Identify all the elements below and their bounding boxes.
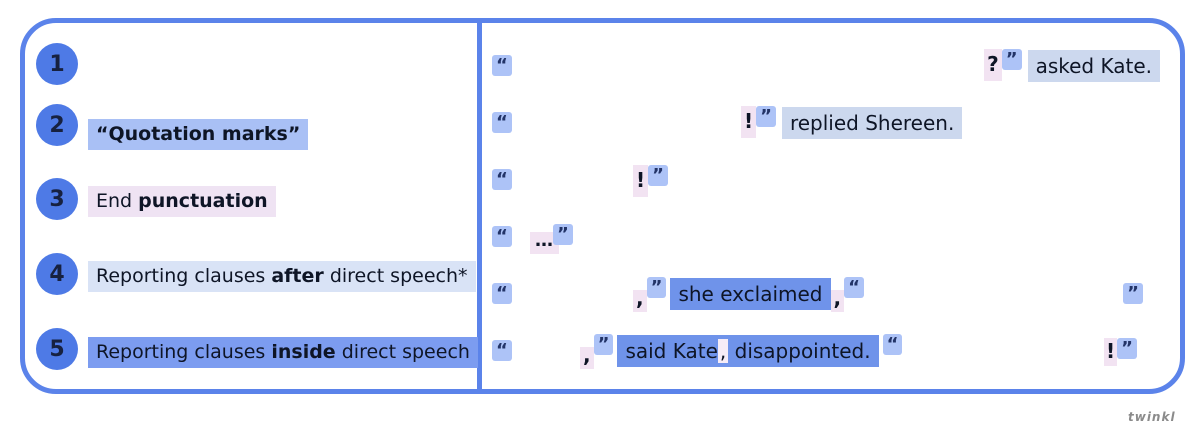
rule-label-bold: after: [271, 265, 324, 287]
end-punctuation-mark: ?: [984, 49, 1002, 81]
reporting-clause-after: asked Kate.: [1027, 50, 1160, 82]
open-quote-mark: “: [492, 226, 512, 247]
rule-label-post: direct speech*: [323, 265, 468, 287]
example-row-4: “ … ”: [492, 220, 1160, 256]
row2-ending: ! ” replied Shereen.: [741, 106, 963, 139]
rule-number-badge-5: 5: [36, 328, 78, 370]
row6-ending: ! ”: [1104, 338, 1137, 366]
rule-number-badge-4: 4: [36, 253, 78, 295]
rule-label-bold: punctuation: [138, 190, 268, 212]
row3-ending: ! ”: [633, 165, 668, 197]
clause-text: disappointed.: [728, 339, 871, 363]
close-quote-mark: ”: [1117, 338, 1137, 359]
example-row-5: “ , ” she exclaimed , “ ”: [492, 277, 1160, 313]
close-quote-mark: ”: [1001, 49, 1022, 70]
card-border: [20, 18, 1185, 394]
row5-middle: , ” she exclaimed , “: [633, 277, 864, 312]
rule-label-pre: Reporting clauses: [96, 265, 272, 287]
close-quote-mark: ”: [553, 224, 573, 245]
open-quote-mark: “: [492, 340, 512, 361]
example-row-6: “ , ” said Kate, disappointed. “ ! ”: [492, 334, 1160, 370]
example-row-1: “ ? ” asked Kate.: [492, 49, 1160, 85]
panel-divider: [477, 20, 482, 392]
ellipsis-mark: …: [530, 232, 559, 254]
example-row-3: “ ! ”: [492, 163, 1160, 199]
comma-mark: ,: [830, 288, 845, 312]
comma-mark: ,: [717, 339, 729, 363]
rule-label-pre: End: [96, 190, 139, 212]
rule-label-bold: inside: [271, 341, 336, 363]
rule-number-badge-2: 2: [36, 104, 78, 146]
rule-label-end-punctuation: End punctuation: [88, 186, 276, 217]
comma-mark: ,: [633, 288, 647, 312]
row6-middle: , ” said Kate, disappointed. “: [580, 334, 903, 369]
reporting-clause-inside: said Kate, disappointed.: [617, 335, 879, 367]
open-quote-mark: “: [844, 277, 864, 298]
open-quote-mark: “: [882, 334, 903, 355]
row4-ending: … ”: [530, 220, 573, 254]
open-quote-mark: “: [492, 55, 512, 76]
rule-number-badge-3: 3: [36, 178, 78, 220]
close-quote-mark: ”: [1123, 283, 1143, 304]
rule-label-post: direct speech: [335, 341, 470, 363]
watermark-logo: twinkl: [1128, 410, 1176, 424]
open-quote-mark: “: [492, 112, 512, 133]
reporting-clause-after: replied Shereen.: [781, 107, 963, 139]
rule-label-pre: Reporting clauses: [96, 341, 272, 363]
rule-label-bold: “Quotation marks”: [96, 123, 301, 145]
rule-label-clauses-after: Reporting clauses after direct speech*: [88, 261, 476, 292]
rule-label-clauses-inside: Reporting clauses inside direct speech: [88, 337, 478, 368]
rule-label-quotation-marks: “Quotation marks”: [88, 119, 309, 150]
open-quote-mark: “: [492, 169, 512, 190]
reporting-clause-inside: she exclaimed: [670, 278, 831, 310]
close-quote-mark: ”: [756, 106, 776, 127]
clause-text: said Kate: [625, 339, 718, 363]
close-quote-mark: ”: [593, 334, 614, 355]
end-punctuation-mark: !: [741, 106, 757, 138]
end-punctuation-mark: !: [1104, 338, 1118, 366]
comma-mark: ,: [580, 345, 594, 369]
close-quote-mark: ”: [648, 165, 668, 186]
rule-number-badge-1: 1: [36, 43, 78, 85]
close-quote-mark: ”: [646, 277, 667, 298]
open-quote-mark: “: [492, 283, 512, 304]
row1-ending: ? ” asked Kate.: [984, 49, 1160, 82]
end-punctuation-mark: !: [633, 165, 649, 197]
example-row-2: “ ! ” replied Shereen.: [492, 106, 1160, 142]
